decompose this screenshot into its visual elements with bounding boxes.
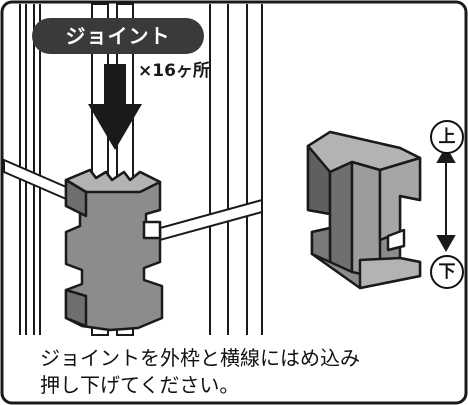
up-down-arrow-icon bbox=[436, 145, 456, 253]
joint-detail bbox=[306, 130, 422, 290]
direction-down-badge: 下 bbox=[430, 255, 464, 289]
caption-line-2: 押し下げてください。 bbox=[40, 373, 240, 397]
joint-on-frame bbox=[64, 168, 164, 332]
quantity-label: ×16ヶ所 bbox=[138, 61, 210, 81]
down-arrow-icon bbox=[88, 64, 142, 150]
joint-label: ジョイント bbox=[32, 18, 204, 54]
direction-up-badge: 上 bbox=[430, 120, 464, 154]
caption-line-1: ジョイントを外枠と横線にはめ込み bbox=[40, 346, 360, 370]
